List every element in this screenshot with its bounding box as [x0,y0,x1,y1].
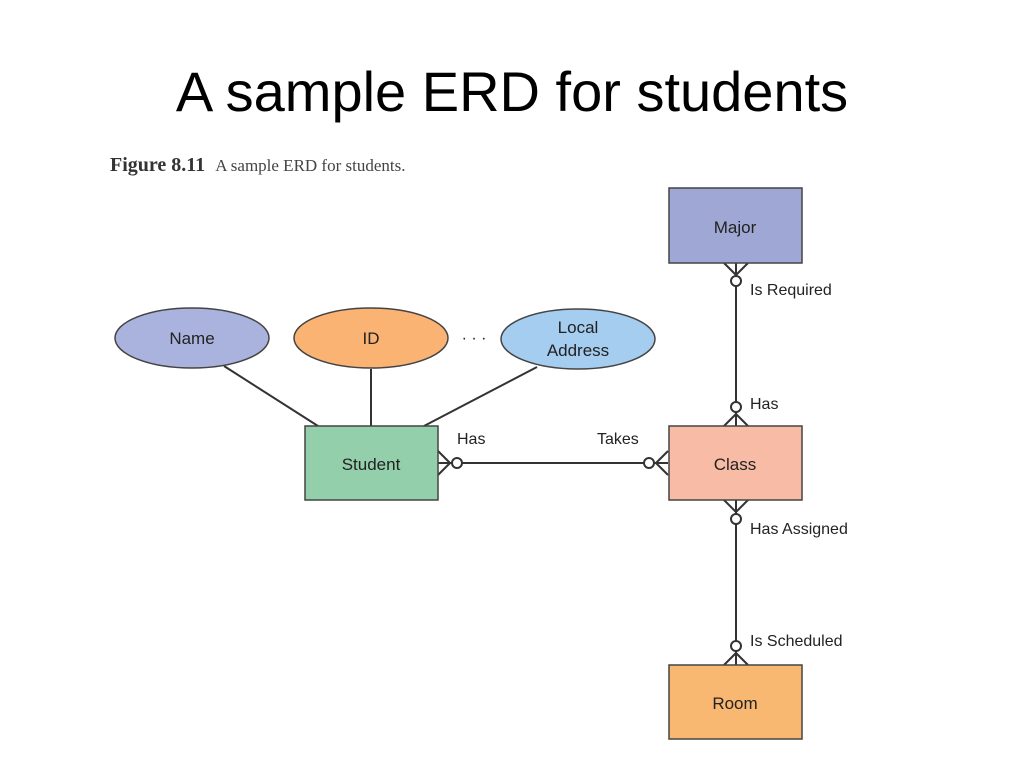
class-has-label: Has [750,396,778,413]
student-entity [304,425,439,501]
name-attribute-label: Name [169,329,214,348]
name-attribute [114,307,270,369]
class-has-assigned-label: Has Assigned [750,521,848,538]
local-address-attribute [500,308,656,370]
major-entity [668,187,803,264]
student-crowsfoot [437,450,463,476]
id-attribute-label: ID [363,329,380,348]
class-takes-label: Takes [597,431,639,448]
class-crowsfoot-top [723,401,749,427]
room-is-scheduled-label: Is Scheduled [750,633,843,650]
class-crowsfoot-left [643,450,669,476]
figure-number: Figure 8.11 [110,154,206,176]
room-entity [668,664,803,740]
id-attribute [293,307,449,369]
slide-title: A sample ERD for students [175,60,849,123]
local-address-label-line1: Local [558,318,599,337]
major-is-required-label: Is Required [750,282,832,299]
student-entity-label: Student [342,455,401,474]
local-address-connector [423,366,538,427]
local-address-label-line2: Address [547,341,609,360]
cardinality-markers [437,262,749,666]
room-crowsfoot [723,640,749,666]
figure-caption: Figure 8.11 A sample ERD for students. [110,154,405,177]
room-entity-label: Room [712,694,757,713]
more-attributes-ellipsis: · · · [462,330,487,347]
major-entity-label: Major [714,218,757,237]
attribute-connectors [223,365,538,427]
class-entity-label: Class [714,455,757,474]
relationship-lines [438,263,737,665]
class-entity [668,425,803,501]
major-crowsfoot [723,262,749,287]
student-has-label: Has [457,431,485,448]
class-crowsfoot-bottom [723,499,749,525]
name-connector [223,365,319,427]
figure-caption-text: A sample ERD for students. [215,156,406,175]
